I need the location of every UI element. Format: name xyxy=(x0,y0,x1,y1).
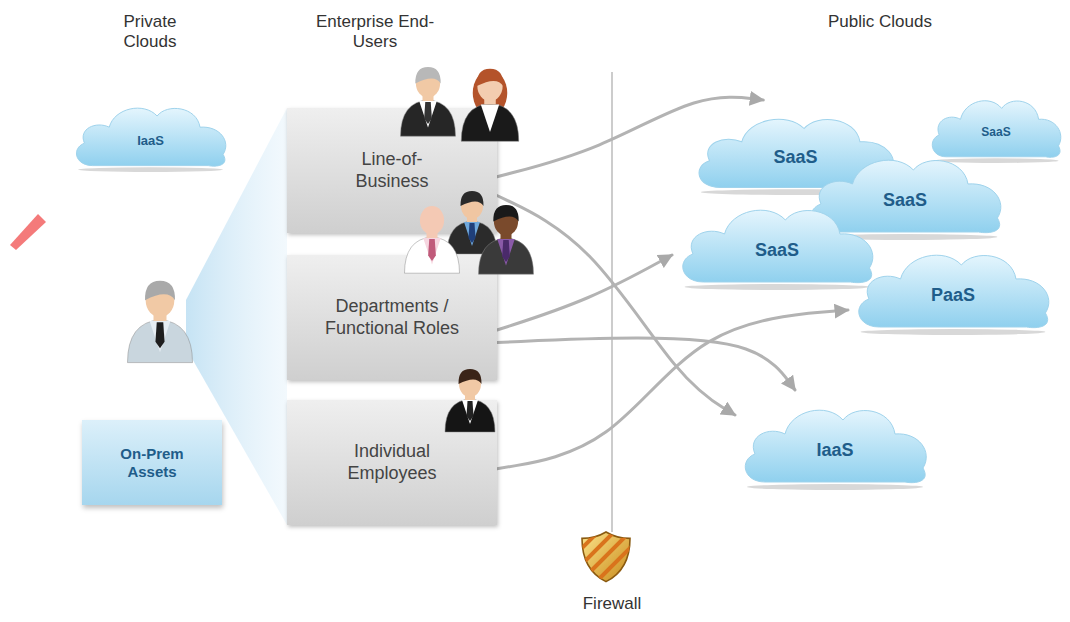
asset-box: On-Prem Assets xyxy=(82,420,222,505)
person-shirt xyxy=(150,321,171,352)
cloud-shape: PaaS xyxy=(848,235,1058,335)
box-label: Line-of-Business xyxy=(342,149,442,192)
person-hair xyxy=(460,191,483,206)
person-shirt xyxy=(423,238,441,264)
cloud-label: SaaS xyxy=(773,147,817,169)
cloud-shadow xyxy=(934,158,1059,163)
person-icon xyxy=(128,281,193,363)
user-group-box: Departments / Functional Roles xyxy=(287,255,497,380)
cloud-body xyxy=(811,160,1001,232)
cloud-body xyxy=(932,101,1061,158)
box-label: Departments / Functional Roles xyxy=(325,296,460,339)
person-head xyxy=(420,206,444,235)
person-shirt xyxy=(497,239,515,265)
person-tie xyxy=(469,223,476,243)
arrow-connector xyxy=(497,196,735,416)
heading-label: Private Clouds xyxy=(95,12,205,51)
person-body xyxy=(445,399,495,432)
shield-stripes xyxy=(582,516,654,588)
heading-label: Public Clouds xyxy=(780,12,980,32)
cloud-outline xyxy=(925,85,1067,163)
person-icon xyxy=(401,67,456,136)
cloud-label: PaaS xyxy=(931,285,975,307)
person-tie xyxy=(428,239,436,261)
cloud-outline xyxy=(672,190,882,290)
heading-label: Enterprise End-Users xyxy=(310,12,440,51)
cloud-shadow xyxy=(747,484,923,490)
cloud-shadow xyxy=(861,329,1046,335)
person-hair xyxy=(477,69,503,86)
person-icon xyxy=(461,69,519,141)
box-label: On-Prem Assets xyxy=(102,445,202,481)
cloud-shape: IaaS xyxy=(68,92,233,172)
person-hair xyxy=(458,369,481,384)
cloud-label: SaaS xyxy=(755,240,799,262)
cloud-shape: SaaS xyxy=(672,190,882,290)
cloud-label: SaaS xyxy=(981,125,1010,139)
person-icon xyxy=(479,205,534,274)
cloud-shape: SaaS xyxy=(925,85,1067,163)
person-tie xyxy=(424,102,432,124)
person-hair xyxy=(493,205,518,222)
cloud-outline xyxy=(848,235,1058,335)
person-tie xyxy=(155,322,164,348)
person-shirt xyxy=(464,222,480,246)
person-hair xyxy=(145,281,175,301)
person-body xyxy=(401,100,456,136)
cloud-outline xyxy=(68,92,233,172)
person-body xyxy=(461,103,519,141)
cloud-body xyxy=(745,410,926,482)
person-body xyxy=(405,237,460,273)
cloud-shadow xyxy=(685,284,870,290)
person-icon xyxy=(445,369,495,432)
person-hair xyxy=(415,67,440,84)
firewall-shield xyxy=(582,516,654,588)
person-shirt xyxy=(419,101,437,127)
arrow-connector xyxy=(497,338,795,390)
person-shirt xyxy=(481,105,499,133)
cloud-outline xyxy=(735,390,935,490)
person-shirt xyxy=(462,400,478,424)
box-label: Individual Employees xyxy=(325,441,460,484)
cloud-shape: IaaS xyxy=(735,390,935,490)
cloud-body xyxy=(683,210,873,282)
cloud-body xyxy=(859,255,1049,327)
heading-label: Firewall xyxy=(552,594,672,614)
person-tie xyxy=(467,401,474,421)
cloud-label: IaaS xyxy=(816,440,853,462)
person-body xyxy=(479,238,534,274)
red-mark xyxy=(10,214,46,250)
cloud-body xyxy=(76,108,225,166)
cloud-label: IaaS xyxy=(137,133,164,149)
person-icon xyxy=(405,206,460,273)
person-body xyxy=(128,320,193,363)
cloud-shadow xyxy=(78,167,223,172)
cloud-label: SaaS xyxy=(883,190,927,212)
person-tie xyxy=(502,240,510,262)
